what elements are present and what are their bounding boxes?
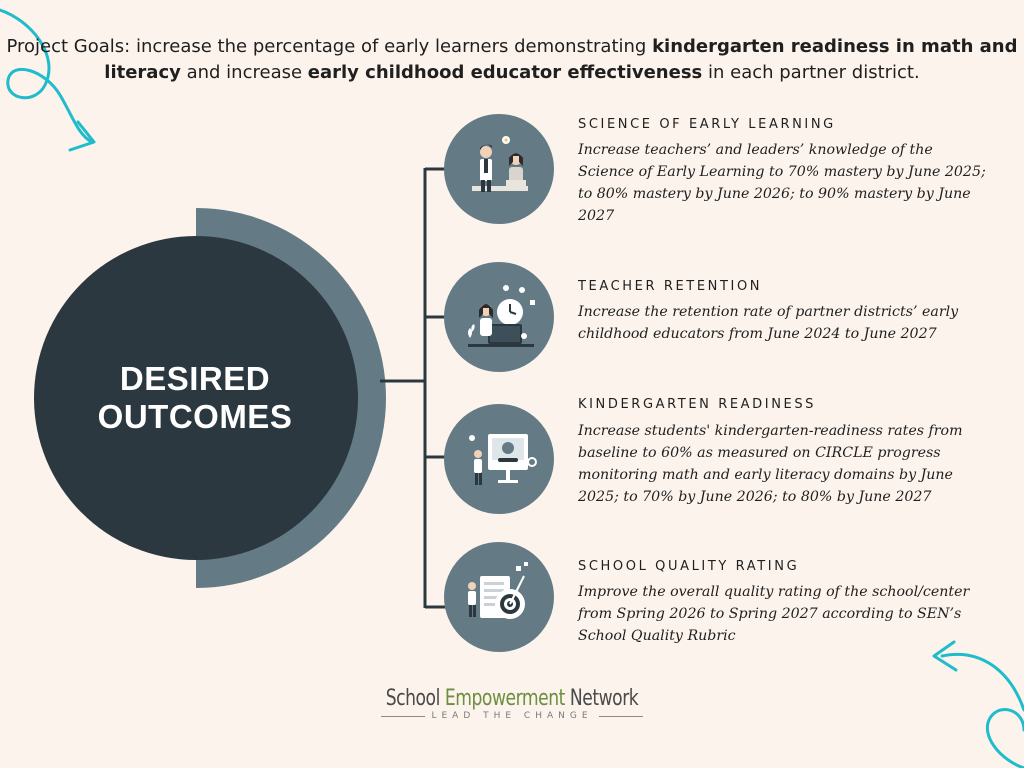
item-desc-science-early-learning: Increase teachers’ and leaders’ knowledg…: [578, 139, 988, 227]
logo-word-network: Network: [565, 686, 638, 711]
time-management-icon: [444, 262, 554, 372]
item-desc-teacher-retention: Increase the retention rate of partner d…: [578, 301, 988, 345]
item-desc-school-quality-rating: Improve the overall quality rating of th…: [578, 581, 988, 647]
goals-middle: and increase: [181, 62, 308, 83]
target-icon: [444, 542, 554, 652]
logo-tagline: LEAD THE CHANGE: [425, 711, 598, 721]
logo-tagline-rule-left: [381, 716, 425, 717]
school-empowerment-network-logo: School Empowerment Network LEAD THE CHAN…: [330, 686, 694, 721]
teachers-icon: [444, 114, 554, 224]
logo-tagline-row: LEAD THE CHANGE: [330, 711, 694, 721]
logo-tagline-rule-right: [599, 716, 643, 717]
item-title-science-early-learning: SCIENCE OF EARLY LEARNING: [578, 117, 836, 132]
item-title-school-quality-rating: SCHOOL QUALITY RATING: [578, 559, 799, 574]
project-goals-text: Project Goals: increase the percentage o…: [0, 34, 1024, 86]
goals-prefix: Project Goals: increase the percentage o…: [7, 36, 653, 57]
logo-word-school: School: [386, 686, 445, 711]
goals-suffix: in each partner district.: [702, 62, 919, 83]
logo-wordmark: School Empowerment Network: [370, 686, 654, 711]
logo-word-empowerment: Empowerment: [445, 686, 565, 711]
presentation-icon: [444, 404, 554, 514]
hub-title: DESIRED OUTCOMES: [70, 360, 320, 436]
goals-bold-effectiveness: early childhood educator effectiveness: [308, 62, 702, 83]
item-desc-kindergarten-readiness: Increase students' kindergarten-readines…: [578, 420, 988, 508]
decorative-swirl-bottom-right: [920, 640, 1024, 768]
hub-title-line1: DESIRED: [70, 360, 320, 398]
hub-title-line2: OUTCOMES: [70, 398, 320, 436]
item-title-teacher-retention: TEACHER RETENTION: [578, 279, 762, 294]
item-title-kindergarten-readiness: KINDERGARTEN READINESS: [578, 397, 816, 412]
